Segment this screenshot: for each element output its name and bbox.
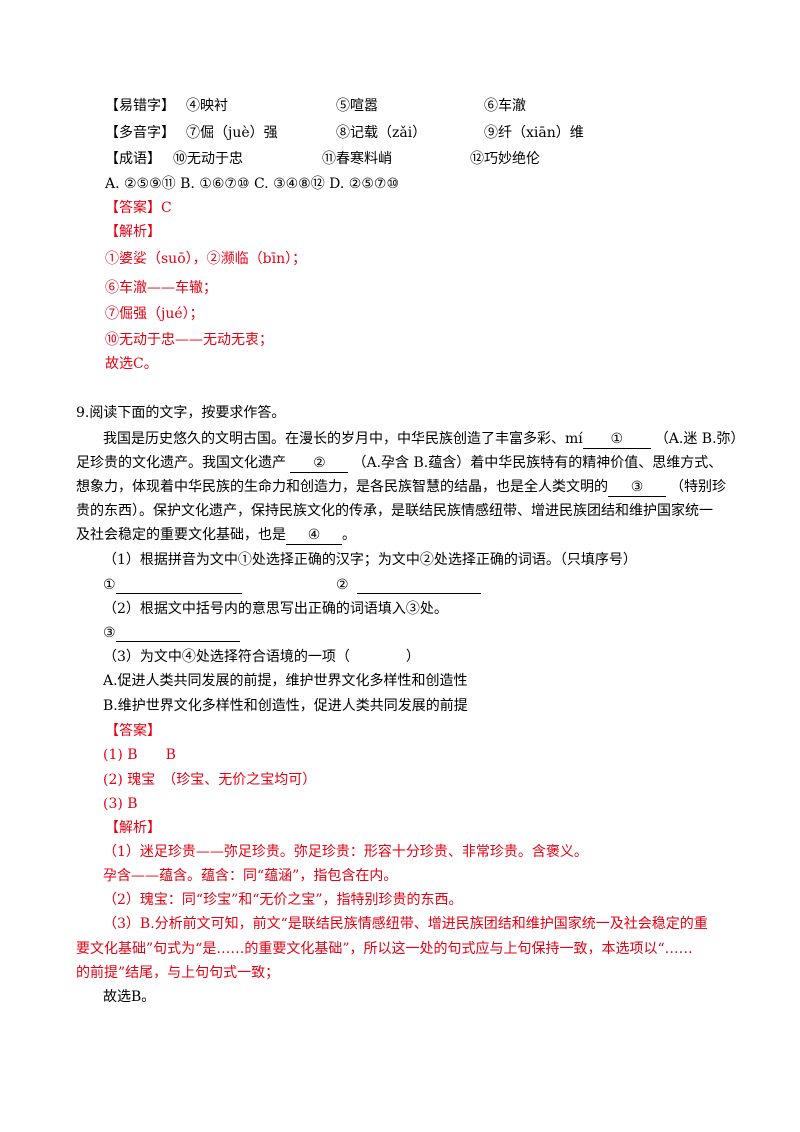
q8-item: ⑩无动于忠	[173, 151, 243, 167]
text: 。	[342, 527, 356, 543]
text: （A.迷 B.弥）	[654, 431, 745, 447]
blank-3: ③	[608, 478, 666, 497]
blank-1: ①	[582, 430, 651, 449]
q9-paragraph-line: 足珍贵的文化遗产。我国文化遗产 ②（A.孕含 B.蕴含）着中华民族特有的精神价值…	[76, 454, 722, 473]
q9-sub2: （2）根据文中括号内的意思写出正确的词语填入③处。	[103, 601, 448, 617]
q9-title: 9.阅读下面的文字，按要求作答。	[76, 405, 286, 421]
answer-line-3[interactable]	[115, 627, 240, 642]
text: （特别珍	[670, 479, 726, 495]
row-label: 【易错字】	[105, 98, 175, 114]
q9-analysis-title: 【解析】	[105, 820, 161, 836]
q8-item: ⑦倔（juè）强	[186, 125, 278, 141]
q8-item: ⑪春寒料峭	[322, 151, 392, 167]
blank-4: ④	[286, 526, 342, 545]
q8-row-idiom-label: 【成语】	[105, 151, 161, 167]
q8-item: ⑧记载（zǎi）	[336, 125, 427, 141]
text: 足珍贵的文化遗产。我国文化遗产	[76, 455, 291, 471]
q9-analysis-line: 要文化基础”句式为“是……的重要文化基础”，所以这一处的句式应与上句保持一致，本…	[76, 941, 693, 957]
answer-line-2[interactable]	[356, 579, 481, 594]
text: （A.孕含 B.蕴含）着中华民族特有的精神价值、思维方式、	[352, 455, 723, 471]
q9-sub1: （1）根据拼音为文中①处选择正确的汉字；为文中②处选择正确的词语。（只填序号）	[103, 552, 637, 568]
q8-row-typo: 【易错字】	[105, 97, 175, 115]
text: 及社会稳定的重要文化基础，也是	[76, 527, 286, 543]
q9-analysis-conclusion: 故选B。	[103, 989, 156, 1005]
text: 我国是历史悠久的文明古国。在漫长的岁月中，中华民族创造了丰富多彩、mí	[103, 431, 583, 447]
q8-item: ④映衬	[186, 98, 228, 114]
q9-analysis-line: （1）迷足珍贵——弥足珍贵。弥足珍贵：形容十分珍贵、非常珍贵。含褒义。	[103, 844, 588, 860]
q8-answer: 【答案】C	[105, 200, 172, 216]
q9-sub1-answer-line: ①	[103, 576, 242, 594]
q8-options: A. ②⑤⑨⑪ B. ①⑥⑦⑩ C. ③④⑧⑫ D. ②⑤⑦⑩	[105, 176, 399, 192]
q8-item: ⑤喧嚣	[336, 98, 378, 114]
q8-analysis-title: 【解析】	[105, 224, 161, 240]
q8-item: ⑨纤（xiān）维	[484, 125, 584, 141]
q9-analysis-line: 孕含——蕴含。蕴含：同“蕴涵”，指包含在内。	[103, 868, 398, 884]
q9-analysis-line: （2）瑰宝：同“珍宝”和“无价之宝”，指特别珍贵的东西。	[103, 892, 463, 908]
answer-line-1[interactable]	[115, 579, 242, 594]
blank-2: ②	[290, 454, 349, 473]
q9-answer-line: (2) 瑰宝 （珍宝、无价之宝均可）	[103, 772, 317, 788]
q8-item: ⑥车澈	[484, 98, 526, 114]
q9-option-b: B.维护世界文化多样性和创造性，促进人类共同发展的前提	[103, 698, 468, 714]
q8-analysis-line: ⑦倔强（jué）；	[105, 306, 204, 322]
q9-analysis-line: （3）B.分析前文可知，前文“是联结民族情感纽带、增进民族团结和维护国家统一及社…	[103, 916, 708, 932]
q9-answer-title: 【答案】	[105, 723, 161, 739]
q9-sub1-answer-line: ②	[336, 576, 481, 594]
q9-analysis-line: 的前提”结尾，与上句句式一致；	[76, 965, 280, 981]
q9-option-a: A.促进人类共同发展的前提，维护世界文化多样性和创造性	[103, 673, 468, 689]
q8-analysis-line: ①婆娑（suō），②濒临（bīn）；	[105, 251, 307, 267]
q8-row-polyphone-label: 【多音字】	[105, 125, 175, 141]
q9-paragraph-line: 贵的东西）。保护文化遗产，保持民族文化的传承，是联结民族情感纽带、增进民族团结和…	[76, 503, 713, 519]
text: 想象力，体现着中华民族的生命力和创造力，是各民族智慧的结晶，也是全人类文明的	[76, 479, 608, 495]
q9-answer-line: (1) B B	[103, 747, 176, 763]
q8-analysis-line: 故选C。	[105, 356, 158, 372]
label: ③	[103, 625, 116, 641]
q8-analysis-line: ⑥车澈——车辙；	[105, 280, 217, 296]
q8-analysis-line: ⑩无动于忠——无动无衷；	[105, 332, 273, 348]
q9-sub2-answer-line: ③	[103, 624, 240, 642]
q9-answer-line: (3) B	[103, 796, 138, 812]
q9-sub3: （3）为文中④处选择符合语境的一项（ ）	[103, 649, 420, 665]
label: ①	[103, 577, 116, 593]
label: ②	[336, 577, 349, 593]
q8-item: ⑫巧妙绝伦	[470, 151, 540, 167]
